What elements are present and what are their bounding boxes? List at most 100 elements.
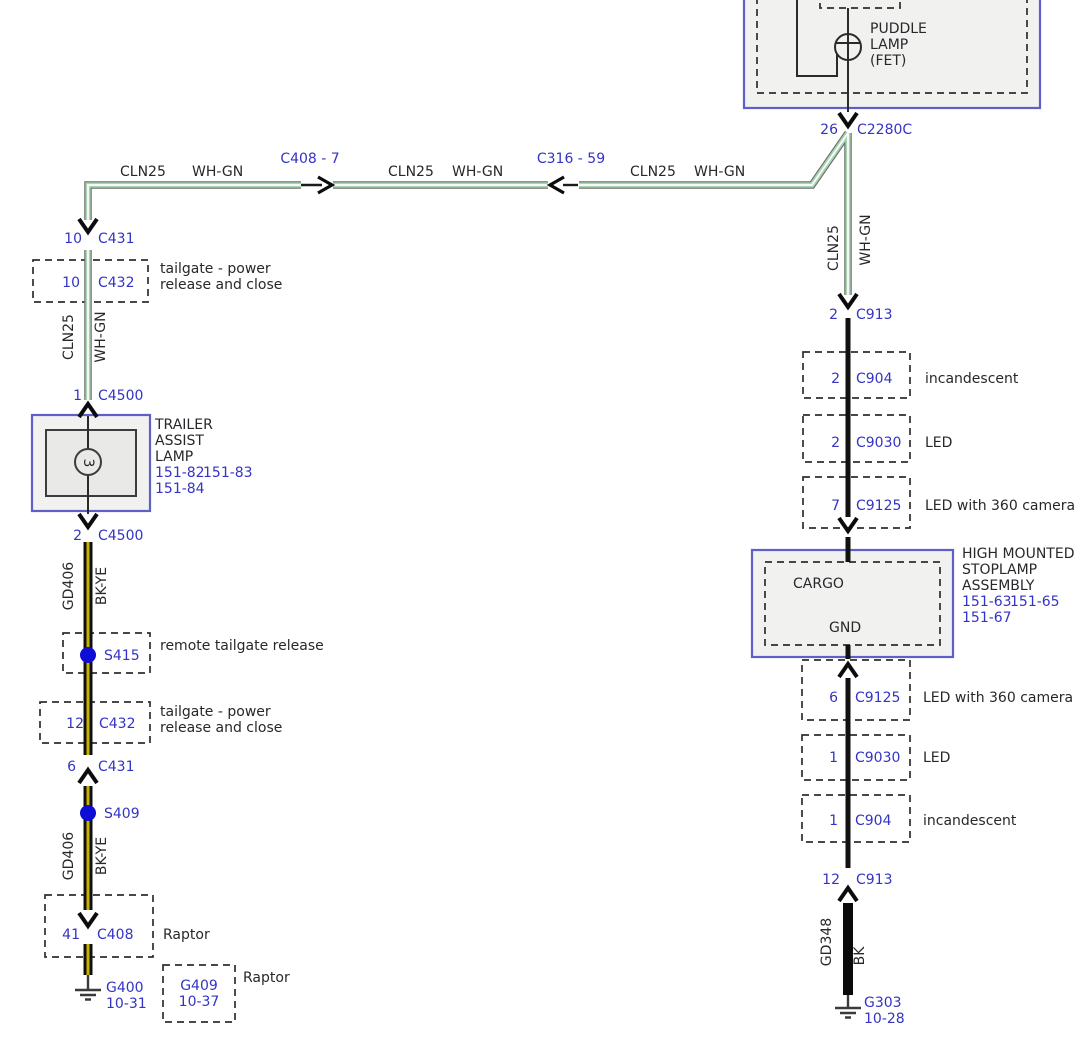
c9030-bottom-desc: LED — [923, 750, 950, 766]
arrow-up-c431-low — [77, 766, 99, 785]
g409-option-box — [162, 964, 236, 1023]
c904-bottom-label[interactable]: C904 — [855, 813, 892, 829]
s409-splice-label[interactable]: S409 — [104, 806, 140, 822]
s415-splice-box — [62, 632, 151, 674]
puddle-lamp-box — [742, 0, 1042, 110]
c432-top-desc-line1: tailgate - power — [160, 261, 271, 277]
gd406-lower-circuit: GD406 — [61, 832, 77, 880]
c432-lower-option-box — [39, 701, 151, 744]
gd406-upper-circuit: GD406 — [61, 562, 77, 610]
c9125-bottom-label[interactable]: C9125 — [855, 690, 900, 706]
stoplamp-page-ref-1[interactable]: 151-63 — [962, 594, 1012, 610]
c4500-pin2[interactable]: 2 — [73, 528, 82, 544]
bus-seg3-circuit: CLN25 — [630, 164, 676, 180]
c9125-top-label[interactable]: C9125 — [856, 498, 901, 514]
connector-arrows — [77, 111, 859, 930]
stoplamp-name-line2: STOPLAMP — [962, 562, 1037, 578]
c9030-top-desc: LED — [925, 435, 952, 451]
g303-label[interactable]: G303 — [864, 995, 902, 1011]
c432-top-desc-line2: release and close — [160, 277, 282, 293]
cargo-pin-label: CARGO — [793, 576, 844, 592]
bk-ye-upper-wire-color: BK-YE — [94, 567, 110, 605]
bk-ye-lower-wire-color: BK-YE — [94, 837, 110, 875]
c432-low-pin[interactable]: 12 — [66, 716, 84, 732]
gnd-pin-label: GND — [829, 620, 861, 636]
arrow-down-c4500-pin2 — [77, 512, 99, 531]
c9030-bottom-label[interactable]: C9030 — [855, 750, 900, 766]
puddle-lamp-name-line1: PUDDLE — [870, 21, 927, 37]
c9125-bottom-pin[interactable]: 6 — [829, 690, 838, 706]
c431-low-label[interactable]: C431 — [98, 759, 135, 775]
g409-page-ref[interactable]: 10-37 — [179, 994, 220, 1010]
c913-bottom-pin[interactable]: 12 — [822, 872, 840, 888]
bk-wire-color: BK — [852, 946, 868, 966]
c9030-top-pin[interactable]: 2 — [831, 435, 840, 451]
c432-top-label[interactable]: C432 — [98, 275, 135, 291]
c904-bottom-pin[interactable]: 1 — [829, 813, 838, 829]
arrow-up-below-cargo — [837, 660, 859, 679]
trailer-page-ref-1[interactable]: 151-82 — [155, 465, 205, 481]
arrow-down-into-cargo — [837, 516, 859, 535]
c904-top-option-box — [802, 351, 911, 399]
c432-low-desc-line1: tailgate - power — [160, 704, 271, 720]
c913-top-pin[interactable]: 2 — [829, 307, 838, 323]
stoplamp-name-line3: ASSEMBLY — [962, 578, 1035, 594]
c9125-top-pin[interactable]: 7 — [831, 498, 840, 514]
c2280c-connector-label[interactable]: C2280C — [857, 122, 912, 138]
right-drop-circuit: CLN25 — [826, 225, 842, 271]
arrow-up-c4500-pin1 — [77, 400, 99, 419]
c9030-bottom-pin[interactable]: 1 — [829, 750, 838, 766]
g400-ground-symbol — [75, 988, 101, 1001]
c913-top-label[interactable]: C913 — [856, 307, 893, 323]
g400-label[interactable]: G400 — [106, 980, 144, 996]
puddle-lamp-inner-dashed-box — [756, 0, 1028, 94]
puddle-lamp-internal-wiring — [796, 0, 861, 112]
bus-seg3-wire-color: WH-GN — [694, 164, 745, 180]
right-drop-wire-color: WH-GN — [858, 214, 874, 265]
g409-label[interactable]: G409 — [180, 978, 218, 994]
c432-top-pin[interactable]: 10 — [62, 275, 80, 291]
c431-top-label[interactable]: C431 — [98, 231, 135, 247]
c432-low-label[interactable]: C432 — [99, 716, 136, 732]
c431-low-pin[interactable]: 6 — [67, 759, 76, 775]
trailer-page-ref-2[interactable]: 151-83 — [203, 465, 253, 481]
s415-splice-dot[interactable] — [80, 647, 96, 663]
s409-splice-dot[interactable] — [80, 805, 96, 821]
c408-label[interactable]: C408 — [97, 927, 134, 943]
c408-pin[interactable]: 41 — [62, 927, 80, 943]
puddle-lamp-name-line3: (FET) — [870, 53, 906, 69]
trailer-page-ref-3[interactable]: 151-84 — [155, 481, 205, 497]
c316-59-inline-connector[interactable]: C316 - 59 — [537, 151, 605, 167]
bulb-symbol — [74, 448, 102, 476]
bus-seg2-circuit: CLN25 — [388, 164, 434, 180]
g303-page-ref[interactable]: 10-28 — [864, 1011, 905, 1027]
stoplamp-page-ref-3[interactable]: 151-67 — [962, 610, 1012, 626]
s415-desc: remote tailgate release — [160, 638, 324, 654]
trailer-name-line3: LAMP — [155, 449, 193, 465]
bus-seg1-wire-color: WH-GN — [192, 164, 243, 180]
c4500-in-label[interactable]: C4500 — [98, 388, 143, 404]
puddle-lamp-component — [742, 0, 1042, 110]
c913-bottom-label[interactable]: C913 — [856, 872, 893, 888]
g400-page-ref[interactable]: 10-31 — [106, 996, 147, 1012]
left-drop-circuit: CLN25 — [61, 314, 77, 360]
c431-top-pin[interactable]: 10 — [64, 231, 82, 247]
c9030-top-label[interactable]: C9030 — [856, 435, 901, 451]
c904-top-label[interactable]: C904 — [856, 371, 893, 387]
stoplamp-page-ref-2[interactable]: 151-65 — [1010, 594, 1060, 610]
c904-bottom-desc: incandescent — [923, 813, 1017, 829]
left-drop-wire-color: WH-GN — [93, 311, 109, 362]
arrow-right-c408-7 — [317, 175, 336, 195]
g303-ground-symbol — [835, 1006, 861, 1019]
c904-top-pin[interactable]: 2 — [831, 371, 840, 387]
c4500-pin1[interactable]: 1 — [73, 388, 82, 404]
c408-desc: Raptor — [163, 927, 210, 943]
c408-7-inline-connector[interactable]: C408 - 7 — [280, 151, 339, 167]
fet-lamp-symbol — [834, 33, 862, 61]
gd348-circuit: GD348 — [819, 918, 835, 966]
c4500-out-label[interactable]: C4500 — [98, 528, 143, 544]
c2280c-pin[interactable]: 26 — [820, 122, 838, 138]
s415-splice-label[interactable]: S415 — [104, 648, 140, 664]
cargo-lamp-component — [750, 548, 955, 659]
